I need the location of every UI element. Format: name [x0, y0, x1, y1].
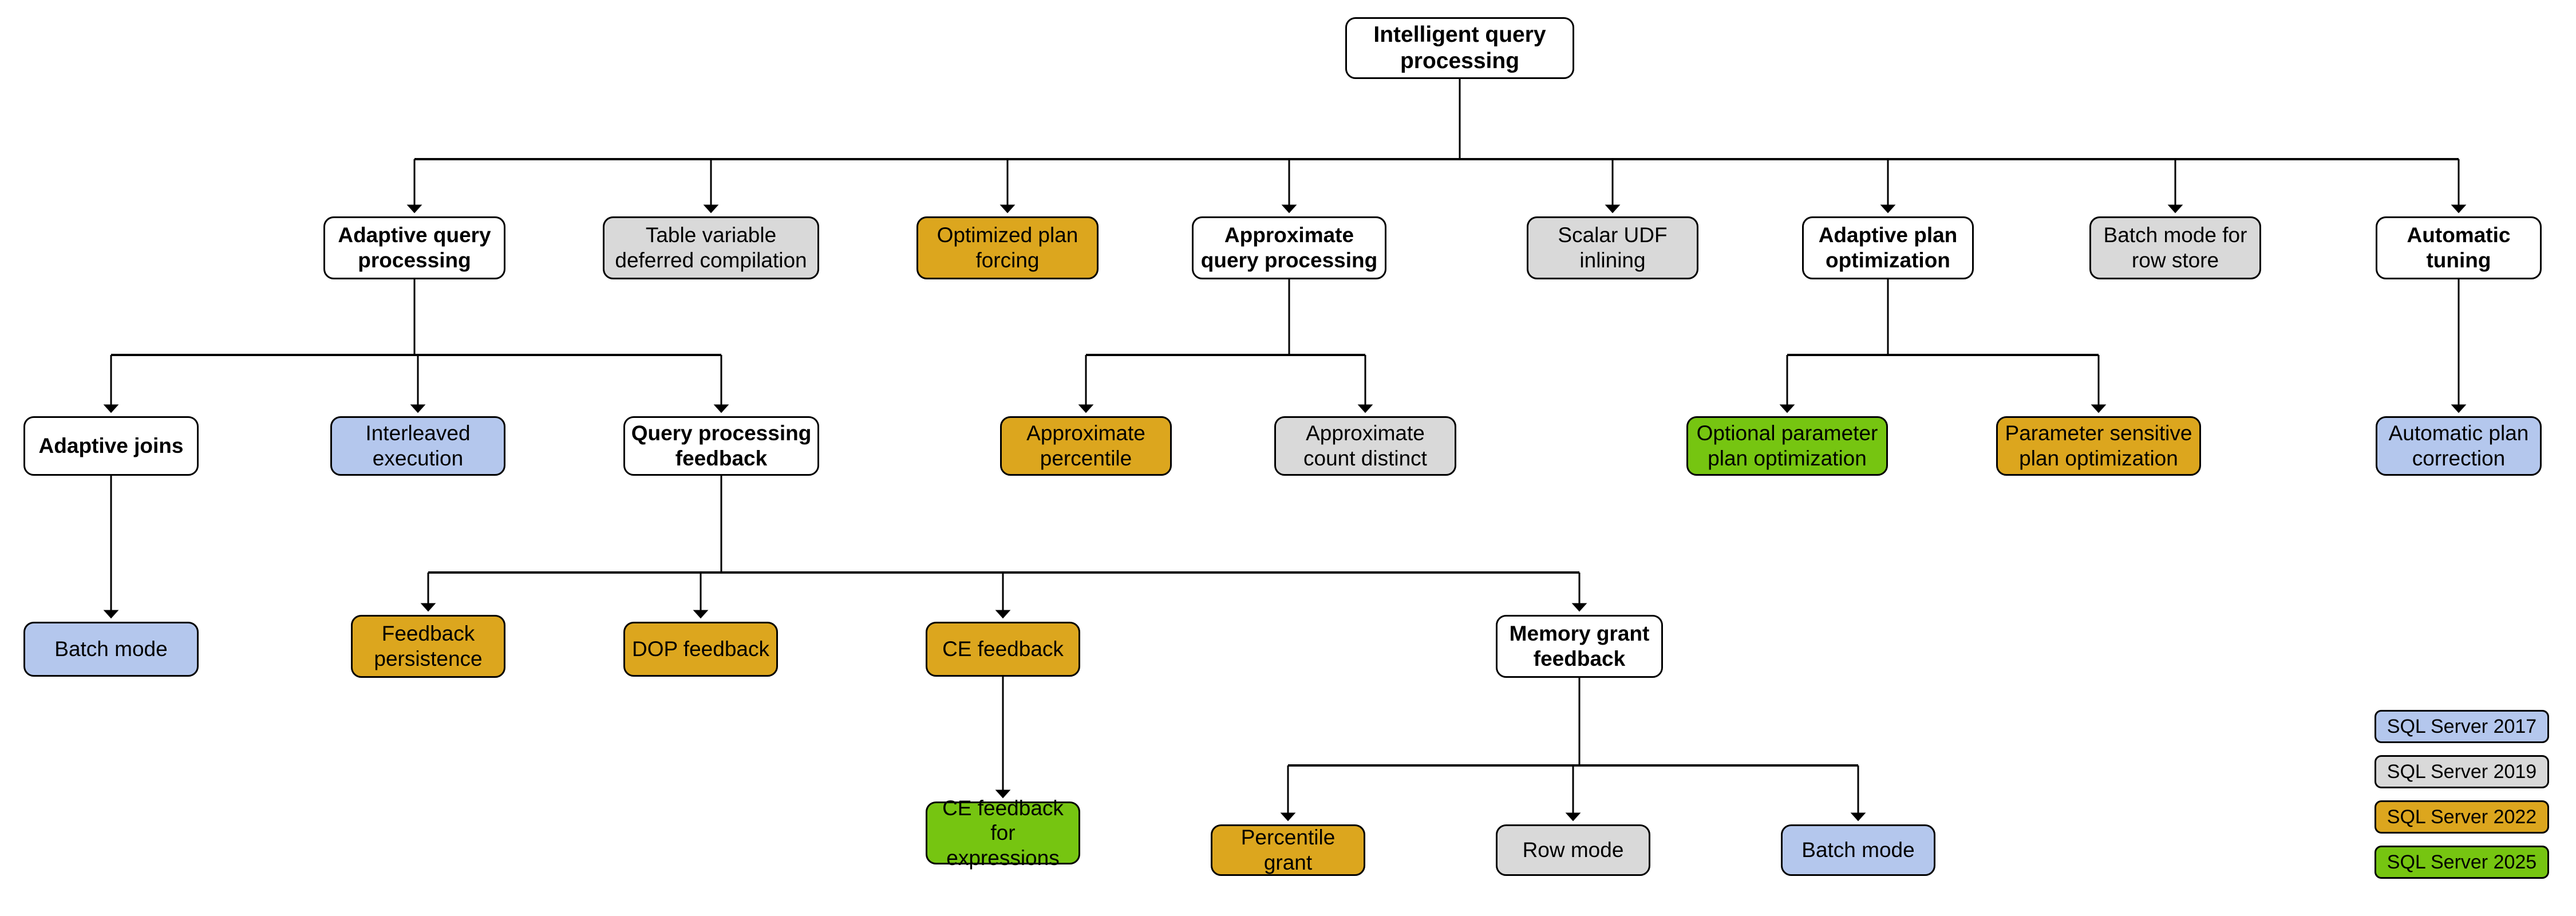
node-label: Row mode: [1522, 838, 1624, 862]
node-label: Batch mode: [1801, 838, 1915, 862]
node-label: Percentile grant: [1240, 826, 1336, 874]
node-row-mode[interactable]: Row mode: [1496, 824, 1650, 876]
legend-label: SQL Server 2019: [2387, 760, 2537, 783]
node-label: Table variable deferred compilation: [615, 223, 807, 272]
node-automatic-plan-correction[interactable]: Automatic plan correction: [2376, 416, 2542, 476]
node-adaptive-query-processing[interactable]: Adaptive query processing: [323, 216, 505, 279]
legend-label: SQL Server 2017: [2387, 715, 2537, 737]
node-label: DOP feedback: [632, 637, 769, 661]
legend-item-sql-server-2019: SQL Server 2019: [2374, 755, 2549, 788]
node-interleaved-execution[interactable]: Interleaved execution: [330, 416, 505, 476]
node-ce-feedback-for-expressions[interactable]: CE feedback for expressions: [926, 796, 1080, 870]
node-label: Interleaved execution: [365, 421, 471, 470]
node-label: Scalar UDF inlining: [1558, 223, 1668, 272]
node-label: Optimized plan forcing: [937, 223, 1078, 272]
node-dop-feedback[interactable]: DOP feedback: [623, 622, 778, 677]
node-ce-feedback[interactable]: CE feedback: [926, 622, 1080, 677]
legend-item-sql-server-2017: SQL Server 2017: [2374, 710, 2549, 743]
node-adaptive-plan-optimization[interactable]: Adaptive plan optimization: [1802, 216, 1974, 279]
node-label: Feedback persistence: [374, 622, 483, 670]
node-label: CE feedback for expressions: [942, 796, 1064, 870]
node-parameter-sensitive-plan-optimization[interactable]: Parameter sensitive plan optimization: [1996, 416, 2201, 476]
node-label: Parameter sensitive plan optimization: [2005, 421, 2192, 470]
node-adaptive-joins[interactable]: Adaptive joins: [23, 416, 199, 476]
node-label: Memory grant feedback: [1509, 622, 1650, 670]
legend-label: SQL Server 2025: [2387, 851, 2537, 873]
node-label: Approximate query processing: [1200, 223, 1378, 272]
node-label: Optional parameter plan optimization: [1696, 421, 1878, 470]
node-label: Adaptive query processing: [338, 223, 491, 272]
legend-item-sql-server-2025: SQL Server 2025: [2374, 846, 2549, 879]
node-intelligent-query-processing[interactable]: Intelligent query processing: [1345, 17, 1574, 79]
node-automatic-tuning[interactable]: Automatic tuning: [2376, 216, 2542, 279]
node-batch-mode[interactable]: Batch mode: [1781, 824, 1935, 876]
node-label: Automatic tuning: [2407, 223, 2511, 272]
node-label: Approximate percentile: [1026, 421, 1145, 470]
node-label: Approximate count distinct: [1303, 421, 1427, 470]
node-scalar-udf-inlining[interactable]: Scalar UDF inlining: [1527, 216, 1698, 279]
node-approximate-percentile[interactable]: Approximate percentile: [1000, 416, 1172, 476]
node-label: Batch mode for row store: [2103, 223, 2247, 272]
node-approximate-count-distinct[interactable]: Approximate count distinct: [1274, 416, 1456, 476]
node-batch-mode[interactable]: Batch mode: [23, 622, 199, 677]
legend-item-sql-server-2022: SQL Server 2022: [2374, 800, 2549, 834]
node-table-variable-deferred-compilation[interactable]: Table variable deferred compilation: [603, 216, 819, 279]
node-label: Adaptive plan optimization: [1818, 223, 1958, 272]
node-label: Automatic plan correction: [2388, 421, 2529, 470]
node-label: Adaptive joins: [38, 434, 184, 458]
node-memory-grant-feedback[interactable]: Memory grant feedback: [1496, 615, 1663, 678]
node-label: Batch mode: [54, 637, 168, 661]
node-label: Query processing feedback: [631, 421, 812, 470]
node-optimized-plan-forcing[interactable]: Optimized plan forcing: [916, 216, 1099, 279]
node-query-processing-feedback[interactable]: Query processing feedback: [623, 416, 819, 476]
legend-label: SQL Server 2022: [2387, 806, 2537, 828]
node-label: CE feedback: [942, 637, 1064, 661]
node-percentile-grant[interactable]: Percentile grant: [1211, 824, 1365, 876]
node-batch-mode-for-row-store[interactable]: Batch mode for row store: [2089, 216, 2261, 279]
node-feedback-persistence[interactable]: Feedback persistence: [351, 615, 505, 678]
node-approximate-query-processing[interactable]: Approximate query processing: [1192, 216, 1386, 279]
node-label: Intelligent query processing: [1373, 22, 1546, 73]
node-optional-parameter-plan-optimization[interactable]: Optional parameter plan optimization: [1686, 416, 1888, 476]
